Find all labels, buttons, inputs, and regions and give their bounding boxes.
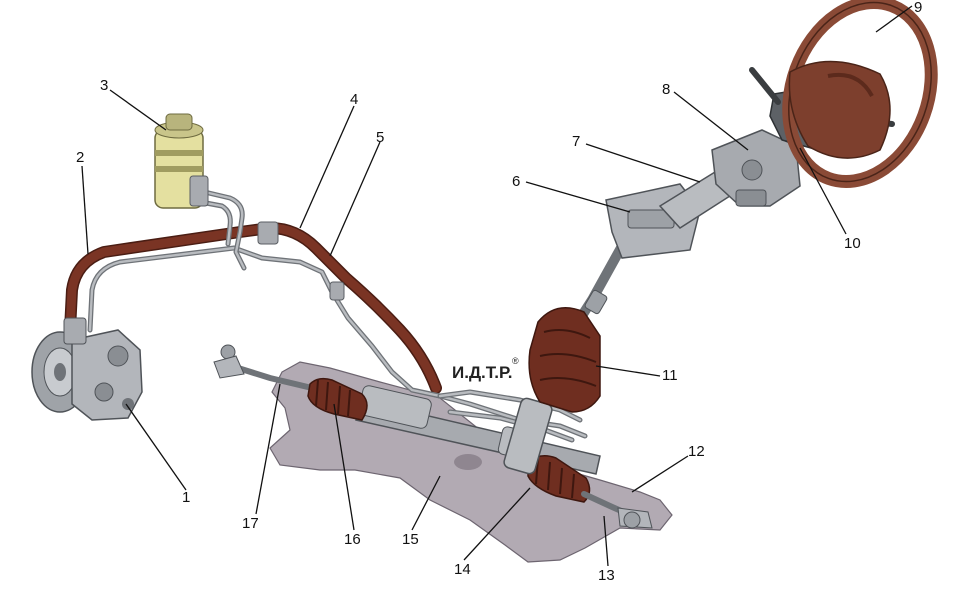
callout-17: 17 [242, 515, 259, 532]
crossmember-boss [454, 454, 482, 470]
steering-wheel [782, 0, 938, 189]
callout-10: 10 [844, 235, 861, 252]
right-tie-rod-end [617, 507, 653, 529]
leader-13 [603, 515, 609, 567]
hose-clamp [257, 221, 279, 245]
pressure-hose-core [65, 223, 441, 393]
callout-9: 9 [914, 0, 922, 16]
callout-4: 4 [350, 91, 358, 108]
reservoir-line-a-highlight [194, 188, 246, 270]
leader-8 [673, 91, 749, 151]
steering-gear-pinion [503, 397, 553, 475]
leader-10 [799, 147, 847, 235]
callout-15: 15 [402, 531, 419, 548]
callout-2: 2 [76, 149, 84, 166]
u-joint-lower [584, 289, 608, 315]
callout-6: 6 [512, 173, 520, 190]
callout-3: 3 [100, 77, 108, 94]
power-steering-pump [31, 317, 143, 421]
leader-4 [299, 105, 355, 229]
callout-14: 14 [454, 561, 471, 578]
leader-6 [525, 181, 631, 213]
callout-1: 1 [182, 489, 190, 506]
rack-line-upper-highlight [438, 390, 582, 422]
reservoir-line-b-highlight [188, 198, 232, 246]
watermark-registered: ® [512, 356, 519, 366]
callout-13: 13 [598, 567, 615, 584]
return-line-highlight [88, 246, 587, 438]
column-seal-boot [528, 307, 601, 413]
right-rack-boot [527, 455, 591, 503]
column-lock-assembly [711, 129, 801, 207]
leader-3 [109, 89, 167, 131]
leader-7 [585, 143, 701, 183]
leader-16 [333, 403, 355, 531]
callout-12: 12 [688, 443, 705, 460]
callout-8: 8 [662, 81, 670, 98]
leader-15 [411, 475, 441, 531]
leader-5 [329, 141, 381, 257]
leader-14 [463, 487, 531, 561]
line-fitting [329, 281, 345, 301]
fluid-reservoir [154, 113, 209, 209]
leader-11 [595, 365, 661, 377]
leader-1 [125, 403, 187, 491]
leader-12 [631, 455, 689, 493]
leader-17 [255, 383, 281, 515]
leader-9 [875, 5, 913, 33]
watermark-text: И.Д.Т.Р. [452, 363, 512, 382]
left-rack-boot [307, 377, 368, 421]
callout-5: 5 [376, 129, 384, 146]
callout-16: 16 [344, 531, 361, 548]
leader-2 [81, 165, 89, 255]
left-tie-rod-end [213, 344, 245, 379]
callout-7: 7 [572, 133, 580, 150]
left-tie-rod [235, 365, 315, 391]
callout-11: 11 [662, 367, 678, 384]
